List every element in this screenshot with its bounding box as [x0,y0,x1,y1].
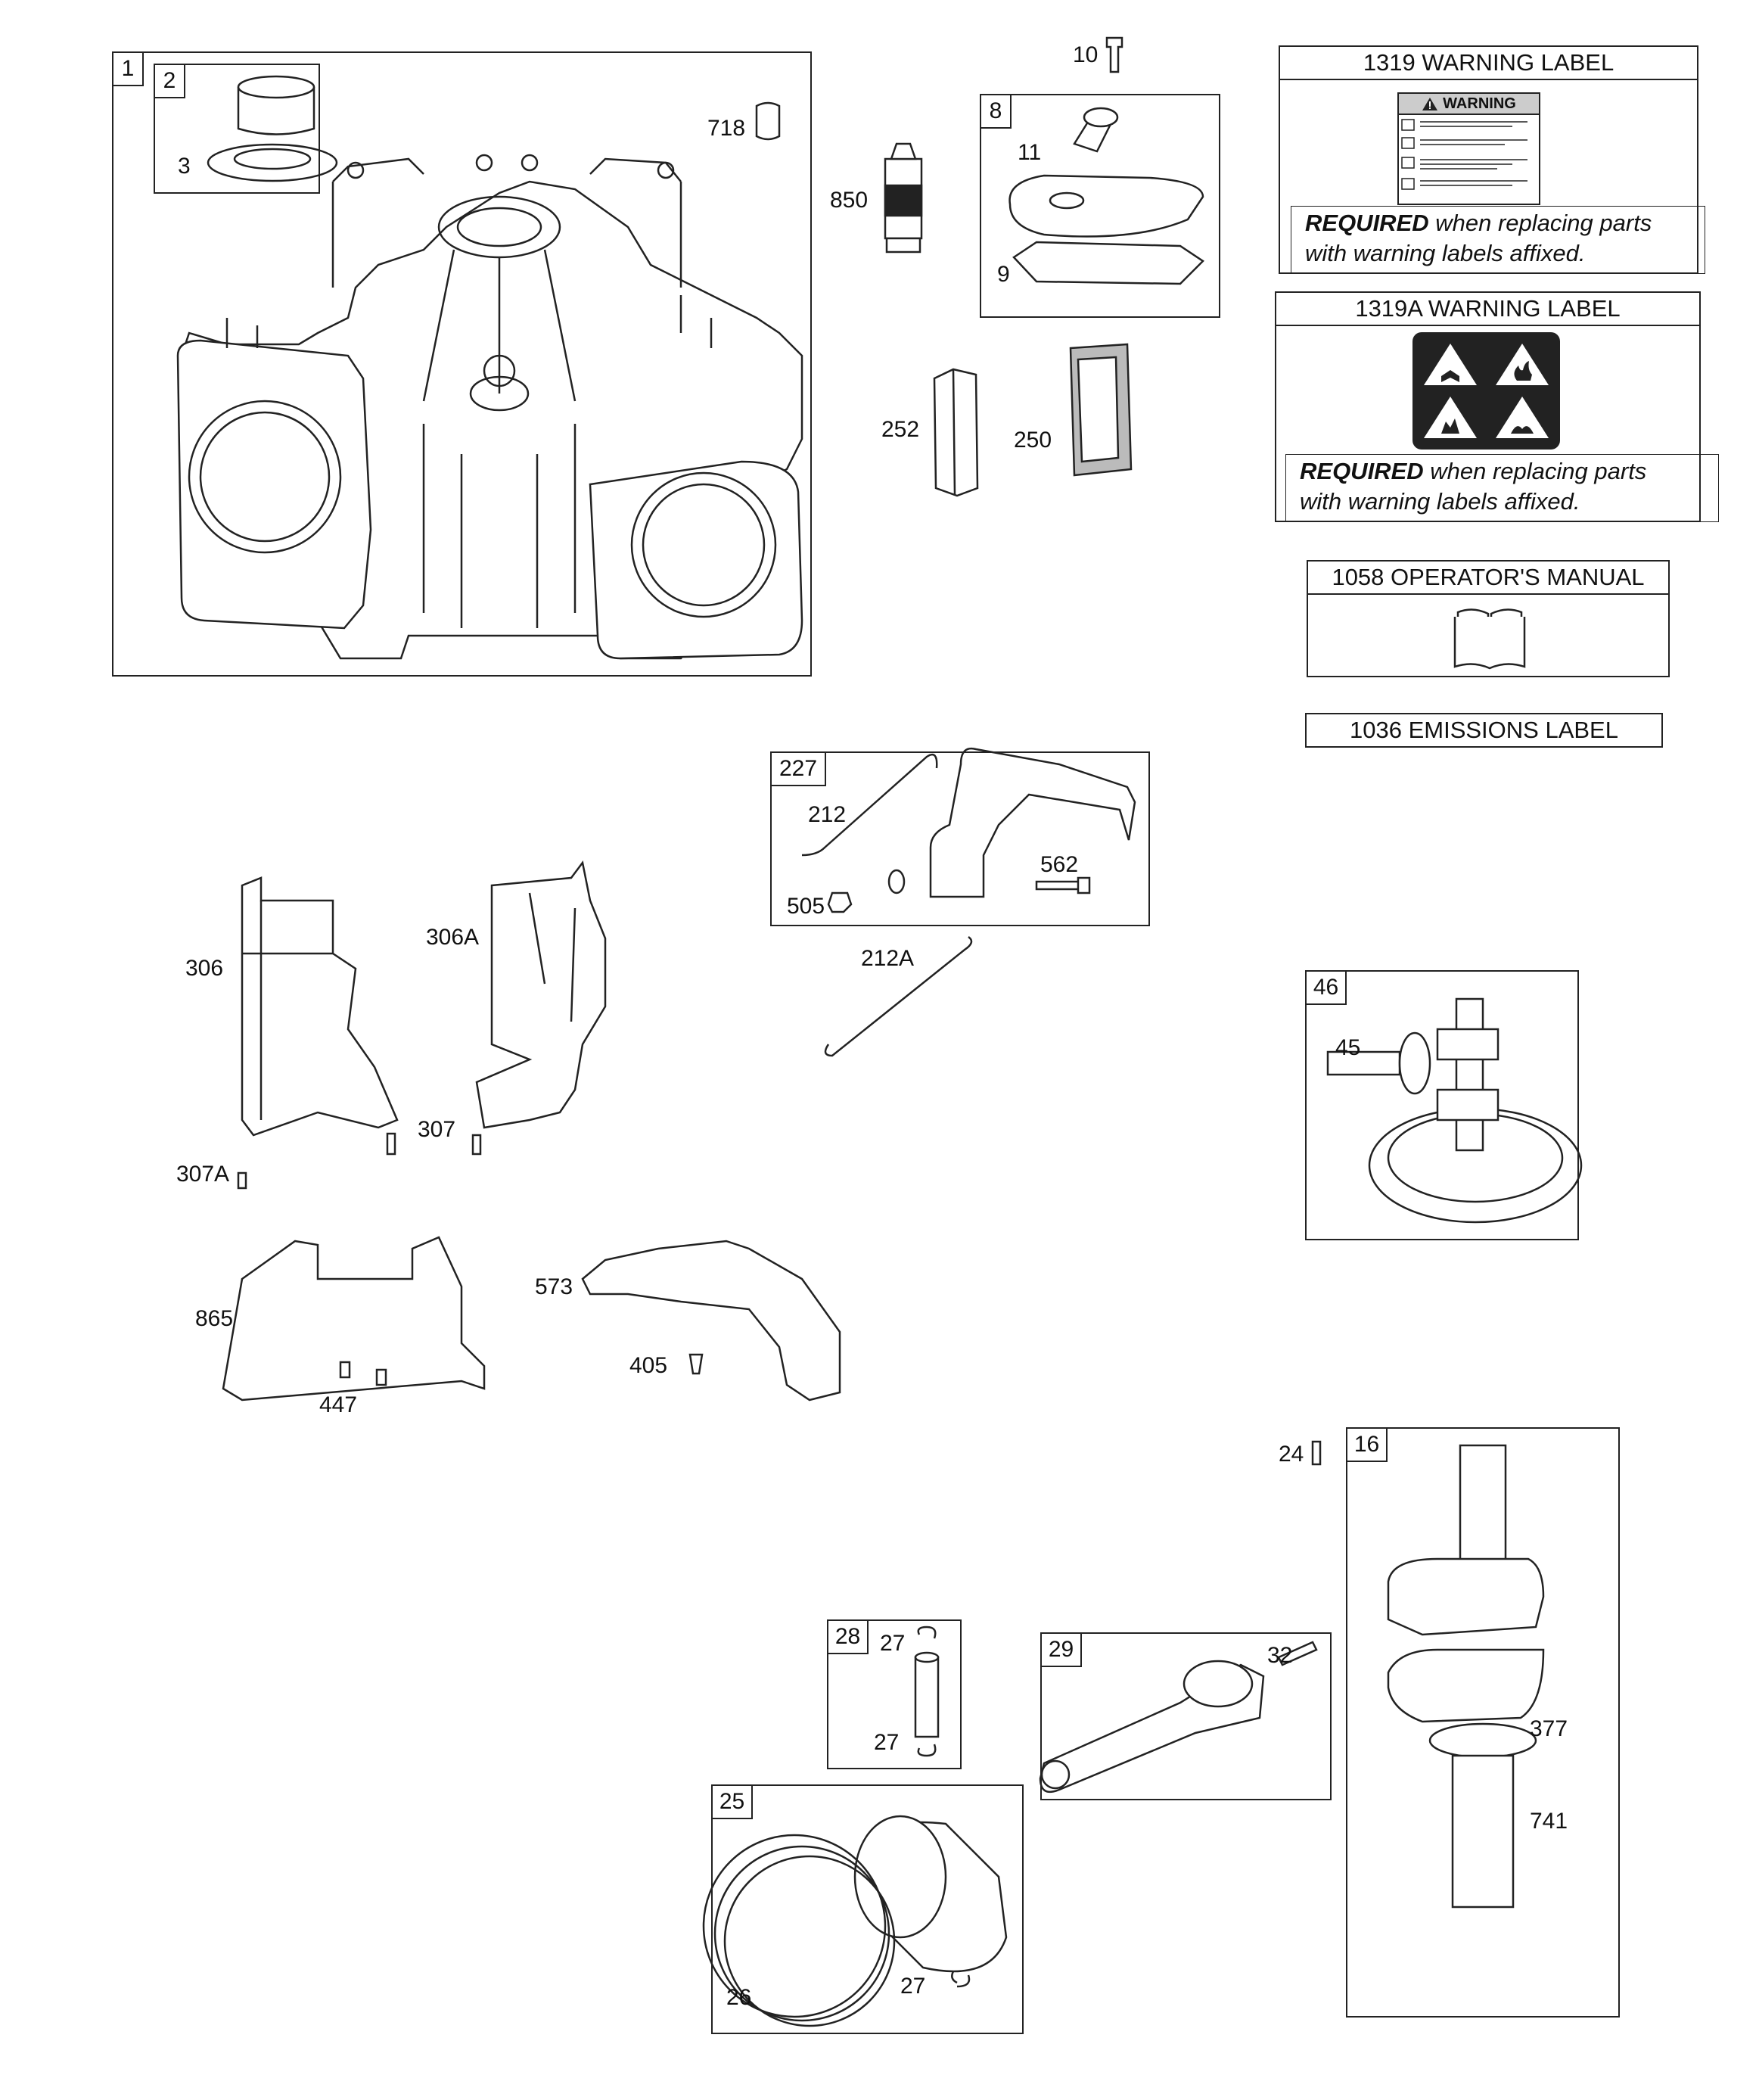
dowel-pin-drawing [755,101,781,141]
piston-and-rings-drawing [702,1815,1008,2027]
ref-45: 45 [1335,1035,1361,1060]
ref-573: 573 [535,1274,573,1299]
ref-10: 10 [1073,42,1099,67]
ref-24: 24 [1279,1442,1304,1467]
ref-26: 26 [726,1985,752,2010]
ref-227: 227 [770,751,826,786]
warning-sticker-header: WARNING [1399,94,1539,115]
required-rest-1319: when replacing parts [1428,210,1652,236]
warning-sticker: WARNING [1397,92,1540,205]
required-note-1319: REQUIRED when replacing parts with warni… [1291,206,1705,274]
ref-741: 741 [1530,1809,1568,1834]
ref-25: 25 [711,1784,753,1819]
ref-29: 29 [1040,1632,1082,1667]
connecting-rod-drawing [1039,1641,1318,1794]
explosion-icon [1424,397,1477,438]
ref-8: 8 [980,94,1012,129]
crankshaft-drawing [1387,1444,1545,1909]
warning-label-1319a-title: 1319A WARNING LABEL [1276,293,1699,326]
cylinder-block-drawing [176,154,803,660]
cylinder-shroud-drawing [237,860,607,1190]
ref-505: 505 [787,894,825,919]
ref-11: 11 [1018,140,1042,165]
ref-9: 9 [997,262,1010,287]
camshaft-box [1305,970,1579,1240]
ref-718: 718 [707,116,746,141]
backplate-drawing [581,1240,841,1402]
warning-label-1319: 1319 WARNING LABEL WARNING REQUIRED when… [1279,45,1705,274]
required-bold-1319: REQUIRED [1305,210,1429,236]
ref-16: 16 [1346,1427,1388,1462]
warning-label-1319-title: 1319 WARNING LABEL [1280,47,1697,80]
ref-306A: 306A [426,925,480,950]
ref-377: 377 [1530,1716,1568,1741]
ref-28: 28 [827,1619,869,1654]
fire-hazard-icon [1496,344,1549,385]
ref-405: 405 [629,1353,668,1378]
ref-850: 850 [830,188,869,213]
ref-562: 562 [1040,852,1079,877]
ref-212A: 212A [861,946,915,971]
breather-box [980,94,1220,318]
governor-lever-drawing [801,747,1136,1057]
ref-2: 2 [154,64,185,98]
piston-box [711,1784,1024,2034]
baffle-drawing [222,1236,486,1402]
ref-27-bottom: 27 [874,1730,900,1755]
required-bold-1319a: REQUIRED [1300,458,1424,484]
connecting-rod-box [1040,1632,1332,1800]
crankshaft-box [1346,1427,1620,2018]
baffle-screws-drawing [339,1361,387,1386]
ref-306: 306 [185,956,224,981]
ref-447: 447 [319,1392,358,1417]
backplate-screw-drawing [688,1353,704,1375]
ref-3: 3 [178,154,191,179]
filter-screens-drawing [933,343,1133,497]
emissions-label-1036: 1036 EMISSIONS LABEL [1305,713,1663,748]
screw-drawing [1105,36,1123,73]
ref-27-piston: 27 [900,1974,926,1999]
ref-865: 865 [195,1306,234,1331]
required-rest-1319a: when replacing parts [1423,458,1647,484]
book-icon [1453,608,1526,670]
emissions-label-1036-title: 1036 EMISSIONS LABEL [1350,717,1618,743]
hot-surface-icon [1496,397,1549,438]
ref-46: 46 [1305,970,1347,1005]
required-line2-1319a: with warning labels affixed. [1300,488,1580,515]
breather-assembly-drawing [1008,107,1204,285]
cylinder-assembly-box [112,51,812,677]
camshaft-drawing [1326,997,1583,1224]
piston-pin-box [827,1619,962,1769]
dowel-pin-small-drawing [1311,1440,1322,1466]
ref-307A: 307A [176,1162,230,1187]
ref-1: 1 [112,51,144,86]
required-note-1319a: REQUIRED when replacing parts with warni… [1285,454,1719,522]
required-line2-1319: with warning labels affixed. [1305,240,1586,266]
bearing-bushing-drawing [207,75,338,182]
ref-252: 252 [881,417,920,442]
warning-triangle-icon [1422,98,1438,110]
ref-307: 307 [418,1117,456,1142]
ref-27-top: 27 [880,1631,906,1656]
governor-box [770,751,1150,926]
ref-212: 212 [808,802,847,827]
ref-250: 250 [1014,428,1052,453]
operators-manual-1058-title: 1058 OPERATOR'S MANUAL [1308,562,1668,595]
piston-pin-drawing [914,1626,940,1757]
warning-label-1319a: 1319A WARNING LABEL REQUIRED when replac… [1275,291,1719,522]
sealant-tube-drawing [884,142,923,254]
read-manual-icon [1424,344,1477,385]
bushing-box [154,64,320,194]
operators-manual-1058: 1058 OPERATOR'S MANUAL [1307,560,1670,677]
ref-32: 32 [1267,1643,1293,1668]
hazard-pictogram-panel [1412,332,1560,450]
warning-sticker-heading: WARNING [1443,95,1516,112]
warning-sticker-pictograms [1401,119,1527,190]
